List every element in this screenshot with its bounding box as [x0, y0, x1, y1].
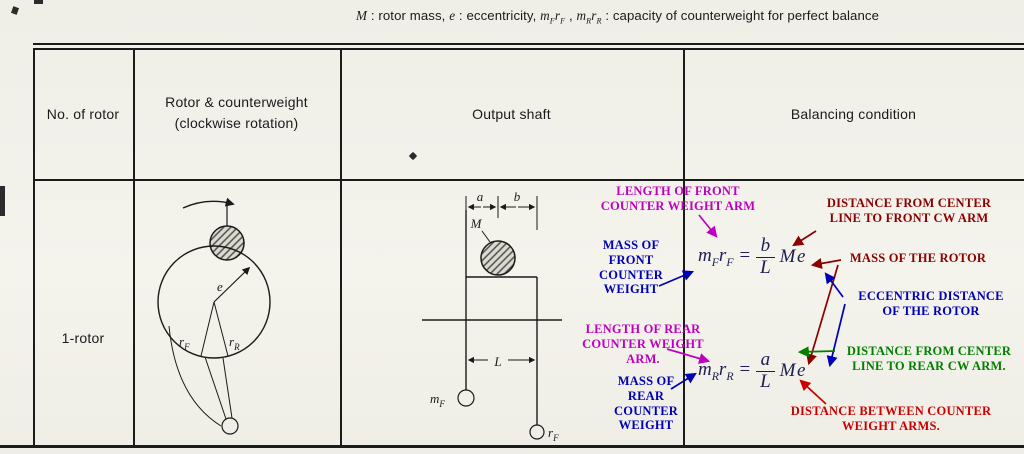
annotation-rear-cw-distance: DISTANCE FROM CENTER LINE TO REAR CW ARM… [846, 344, 1012, 373]
header-separator-rule [33, 179, 1024, 181]
rear-counterweight-circle [221, 417, 239, 435]
front-formula-lhs: mFrF = [698, 244, 752, 269]
swing-arc [168, 325, 222, 427]
scan-artifact [10, 6, 20, 15]
label-mF: mF [430, 391, 445, 409]
front-fraction-numerator: b [760, 235, 771, 256]
rotor-counterweight-diagram: e rF rR [157, 197, 271, 435]
rear-formula-lhs: mRrR = [698, 358, 752, 383]
arrow-eccentricity-front [824, 272, 844, 298]
label-rF-shaft: rF [548, 425, 559, 443]
legend-note: M : rotor mass, e : eccentricity, mFrF ,… [356, 8, 880, 26]
M-pointer-line [481, 230, 491, 243]
output-shaft-diagram: a b M L mF rF [422, 189, 562, 443]
shaft-rotor-circle [480, 240, 516, 276]
scan-artifact [0, 186, 5, 216]
label-M: M [470, 216, 483, 231]
annotation-rear-cw-mass: MASS OF REAR COUNTER WEIGHT [614, 374, 678, 433]
rear-balance-formula: mRrR = a L Me [698, 349, 807, 393]
label-b: b [514, 189, 521, 204]
row-label-1-rotor: 1-rotor [61, 330, 105, 346]
header-no-of-rotor: No. of rotor [46, 106, 120, 122]
annotation-arms-distance: DISTANCE BETWEEN COUNTER WEIGHT ARMS. [790, 404, 992, 433]
annotation-rotor-mass: MASS OF THE ROTOR [849, 251, 987, 265]
rear-radius-line [213, 301, 229, 357]
arrow-rotor-mass-rear [806, 264, 839, 366]
eccentricity-arrow [213, 266, 251, 303]
col-divider-1 [133, 48, 135, 448]
annotation-front-arm-length: LENGTH OF FRONT COUNTER WEIGHT ARM [600, 184, 756, 213]
table-top-rule-outer [33, 43, 1024, 45]
front-counterweight-circle [209, 225, 245, 261]
header-output-shaft: Output shaft [472, 106, 551, 122]
label-e: e [217, 279, 223, 294]
pendulum-line-right [222, 357, 233, 419]
rotation-arrow [182, 197, 235, 209]
front-radius-line [200, 301, 215, 357]
arrow-front-arm-length [698, 214, 718, 238]
scan-mark [408, 151, 418, 161]
arrow-rotor-mass-front [810, 258, 842, 269]
col-divider-2 [340, 48, 342, 448]
front-formula-rhs: Me [779, 246, 807, 268]
rear-formula-fraction: a L [756, 349, 775, 393]
annotation-eccentric-distance: ECCENTRIC DISTANCE OF THE ROTOR [858, 289, 1004, 318]
rotor-circle [157, 245, 271, 359]
pendulum-line-left [204, 356, 227, 420]
label-L: L [493, 354, 501, 369]
table-bottom-rule [0, 445, 1024, 448]
front-cw-circle [457, 389, 475, 407]
front-formula-fraction: b L [756, 235, 775, 279]
rear-fraction-numerator: a [760, 349, 771, 370]
annotation-front-cw-distance: DISTANCE FROM CENTER LINE TO FRONT CW AR… [826, 196, 992, 225]
header-balancing-condition: Balancing condition [790, 106, 917, 122]
annotation-rear-arm-length: LENGTH OF REAR COUNTER WEIGHT ARM. [582, 322, 704, 366]
front-balance-formula: mFrF = b L Me [698, 235, 807, 279]
rear-fraction-denominator: L [756, 370, 775, 393]
table-top-rule-inner [33, 48, 1024, 50]
label-rF: rF [179, 334, 190, 352]
label-a: a [477, 189, 484, 204]
rear-cw-circle [529, 424, 545, 440]
col-divider-3 [683, 48, 685, 448]
scan-artifact [34, 0, 43, 4]
label-rR: rR [229, 334, 240, 352]
rear-formula-rhs: Me [779, 360, 807, 382]
front-fraction-denominator: L [756, 256, 775, 279]
table-left-border [33, 48, 35, 448]
annotation-front-cw-mass: MASS OF FRONT COUNTER WEIGHT [599, 238, 663, 297]
header-rotor-counterweight: Rotor & counterweight (clockwise rotatio… [165, 94, 308, 131]
